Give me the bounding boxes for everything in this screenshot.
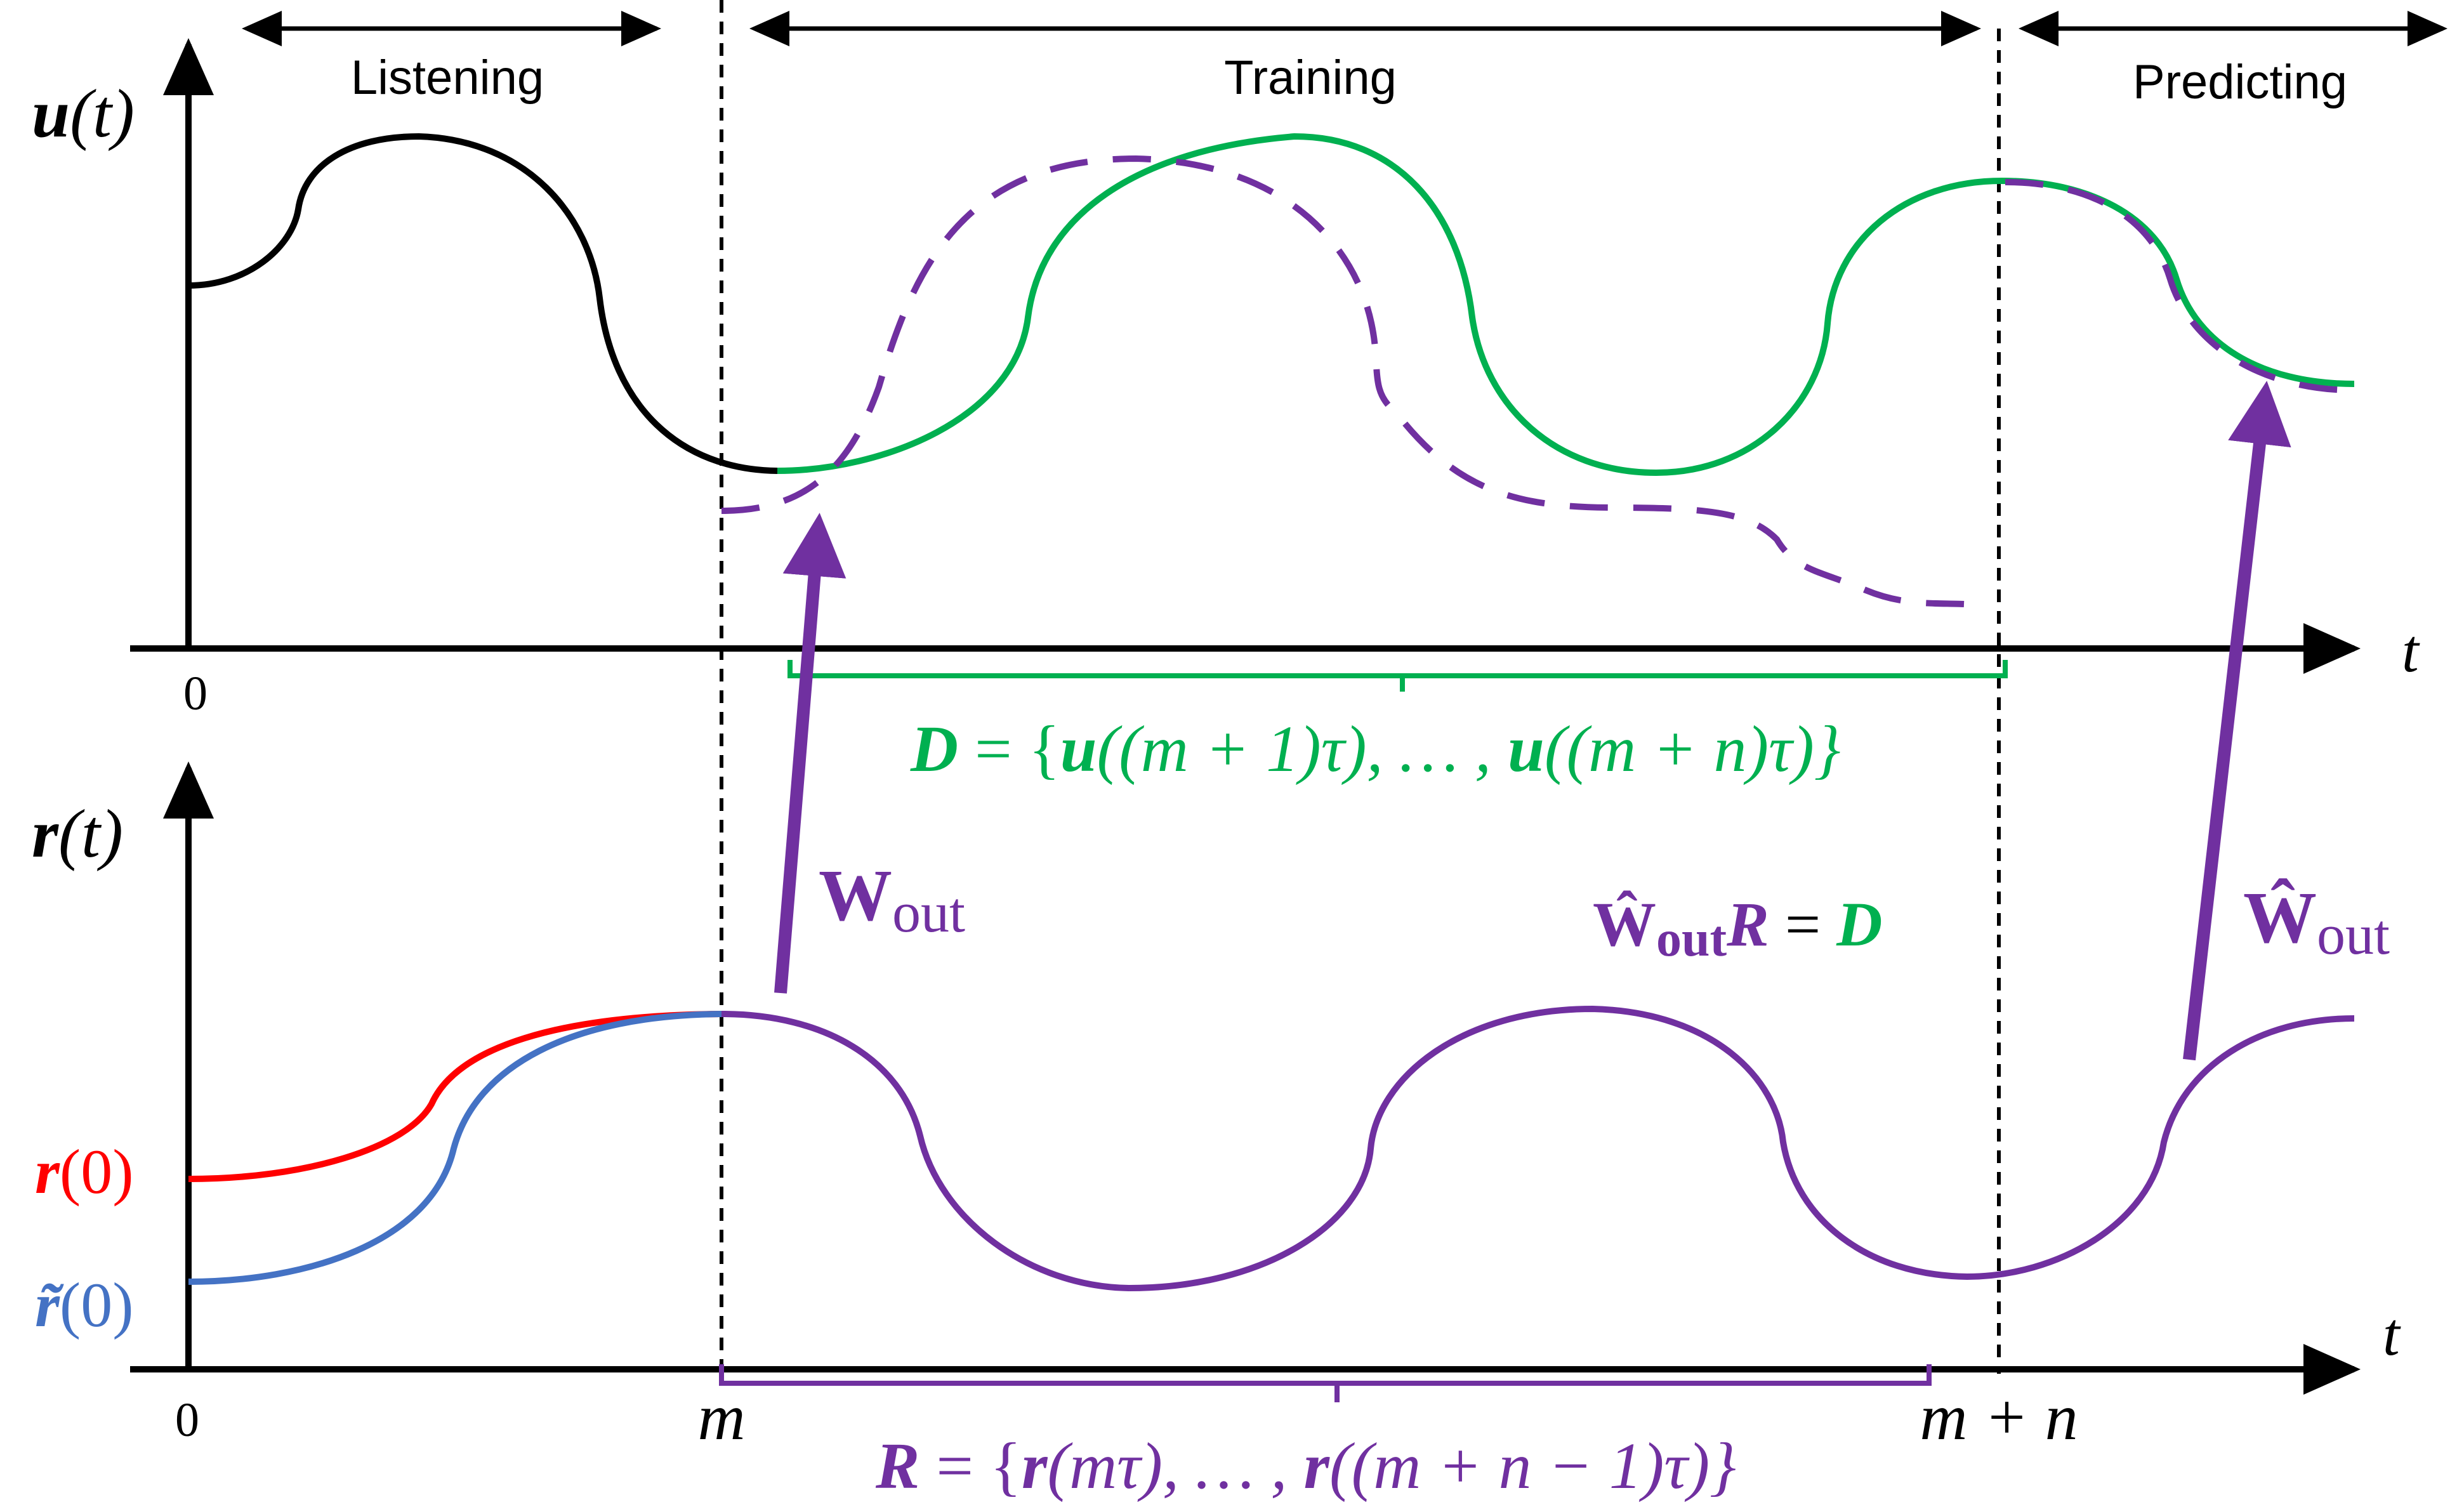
w-hat-out-label: Ŵout <box>2243 878 2390 966</box>
r0-label: r(0) <box>35 1136 134 1207</box>
top-x-label: t <box>2402 617 2420 685</box>
w-out-readout-arrow <box>774 513 847 994</box>
phase-label-listening: Listening <box>351 51 544 105</box>
bottom-axes <box>130 761 2361 1395</box>
bottom-x-label: t <box>2383 1300 2401 1368</box>
w-out-label: Wout <box>819 855 965 944</box>
readout-fit-equation: ŴoutR = D <box>1593 889 1882 967</box>
phase-label-training: Training <box>1224 51 1397 105</box>
top-axes <box>130 38 2361 674</box>
w-hat-out-readout-arrow <box>2183 381 2291 1061</box>
reservoir-state-r0-curve <box>188 1011 722 1182</box>
reservoir-state-curve <box>721 1005 2355 1291</box>
predicted-output-curve <box>721 155 1965 607</box>
phase-label-predicting: Predicting <box>2133 55 2347 109</box>
tick-label-m: m <box>697 1381 745 1454</box>
top-y-label: u(t) <box>32 76 135 152</box>
predicting-output-curve <box>2005 179 2355 393</box>
reservoir-states-brace <box>719 1364 1932 1402</box>
training-data-equation: D = {u((m + 1)τ), … , u((m + n)τ)} <box>910 713 1841 786</box>
rt0-label: r̃(0) <box>35 1270 134 1340</box>
top-origin-label: 0 <box>183 667 208 720</box>
training-data-brace <box>787 660 2008 692</box>
bottom-y-label: r(t) <box>32 796 123 872</box>
training-target-curve <box>777 133 2355 477</box>
bottom-origin-label: 0 <box>175 1393 199 1447</box>
tick-label-m-plus-n: m + n <box>1920 1381 2078 1454</box>
listening-input-curve <box>188 133 778 474</box>
reservoir-states-equation: R = {r(mτ), … , r((m + n − 1)τ)} <box>875 1430 1736 1503</box>
reservoir-state-rt0-curve <box>188 1011 722 1285</box>
